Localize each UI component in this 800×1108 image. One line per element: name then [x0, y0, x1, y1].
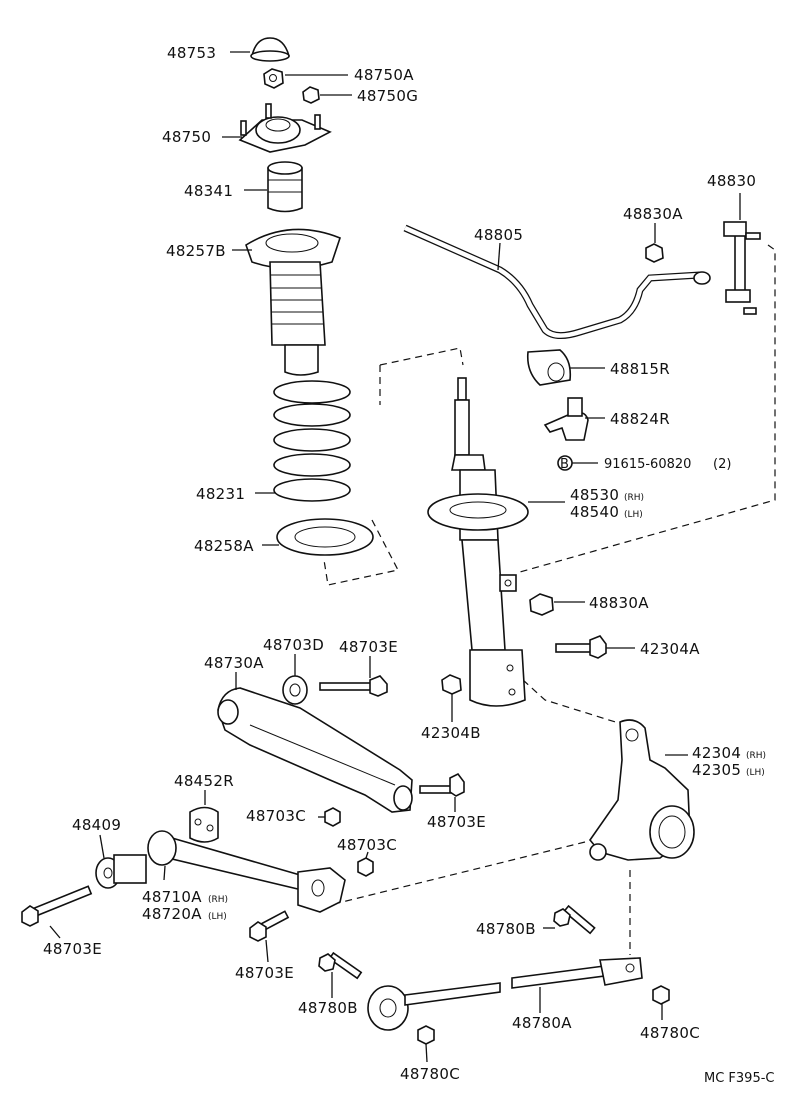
part-48703D-bushing — [282, 675, 308, 705]
part-48452R-bracket — [189, 806, 219, 843]
part-48830A-nut-top — [645, 243, 664, 263]
label-48815R: 48815R — [610, 360, 670, 378]
label-42304-side: (RH) — [746, 751, 766, 761]
label-48830A-mid: 48830A — [589, 594, 649, 612]
part-48703E-bolt-left — [21, 885, 93, 927]
part-48231-coil-spring — [273, 380, 351, 502]
label-48780B-a: 48780B — [476, 920, 536, 938]
label-48780A: 48780A — [512, 1014, 572, 1032]
label-48750G: 48750G — [357, 87, 418, 105]
part-48824R-bracket — [543, 397, 589, 441]
part-48780C-nut-b — [417, 1025, 435, 1045]
label-48750A: 48750A — [354, 66, 414, 84]
part-48750A-nut — [263, 68, 284, 89]
label-48703E-top: 48703E — [339, 638, 398, 656]
label-48780C-a: 48780C — [640, 1024, 700, 1042]
part-48750-upper-mount — [238, 103, 332, 153]
label-42305: 42305 — [692, 761, 741, 779]
label-48824R: 48824R — [610, 410, 670, 428]
label-48720A-side: (LH) — [208, 912, 227, 922]
label-48753: 48753 — [167, 44, 216, 62]
part-48703E-bolt-top — [319, 675, 388, 697]
part-48750G-nut — [302, 86, 320, 104]
leader-lines — [49, 51, 741, 1063]
part-48409-cam-washer — [95, 854, 147, 889]
label-48780C-b: 48780C — [400, 1065, 460, 1083]
label-48830A-top: 48830A — [623, 205, 683, 223]
label-48258A: 48258A — [194, 537, 254, 555]
label-91615: 91615-60820 — [604, 457, 691, 472]
label-48703C-b: 48703C — [337, 836, 397, 854]
bolt-mark-letter: B — [560, 457, 569, 472]
part-48703E-bolt-mid — [419, 772, 465, 797]
part-48703C-nut-b — [357, 857, 374, 877]
part-48830-stabilizer-link — [723, 221, 761, 315]
part-48780C-nut-a — [652, 985, 670, 1005]
part-labels: 48753 48750A 48750G 48750 48341 48257B 4… — [43, 44, 774, 1086]
part-48257B-spring-seat-boot — [245, 228, 341, 376]
label-48530-side: (RH) — [624, 493, 644, 503]
part-48753-cap — [250, 37, 290, 62]
label-48540: 48540 — [570, 503, 619, 521]
part-48780B-bolt-b — [318, 951, 363, 980]
part-48830A-nut-mid — [529, 593, 554, 616]
label-48231: 48231 — [196, 485, 245, 503]
part-48730A-lower-arm — [217, 687, 413, 813]
label-42304A: 42304A — [640, 640, 700, 658]
label-48703E-mid: 48703E — [427, 813, 486, 831]
label-48830: 48830 — [707, 172, 756, 190]
part-48703C-nut-a — [324, 807, 341, 827]
label-48530: 48530 — [570, 486, 619, 504]
part-48815R-bushing — [526, 349, 572, 386]
label-48750: 48750 — [162, 128, 211, 146]
label-48257B: 48257B — [166, 242, 226, 260]
label-91615-qty: (2) — [713, 457, 731, 472]
part-91615-bolt-marker: B — [557, 455, 573, 472]
part-42304-steering-knuckle — [588, 719, 695, 861]
part-48530-shock-absorber — [427, 377, 529, 707]
label-48341: 48341 — [184, 182, 233, 200]
label-48780B-b: 48780B — [298, 999, 358, 1017]
part-48258A-insulator — [276, 518, 374, 556]
part-42304A-bolt — [555, 635, 607, 659]
part-48703E-bolt-bottom — [249, 910, 290, 942]
label-48540-side: (LH) — [624, 510, 643, 520]
label-48720A: 48720A — [142, 905, 202, 923]
label-48703C-a: 48703C — [246, 807, 306, 825]
label-48452R: 48452R — [174, 772, 234, 790]
figure-reference-code: MC F395-C — [704, 1071, 774, 1086]
label-48703D: 48703D — [263, 636, 324, 654]
assembly-dashed-lines — [323, 244, 776, 955]
part-48710A-trailing-arm — [147, 830, 346, 913]
label-48730A: 48730A — [204, 654, 264, 672]
part-42304B-nut — [441, 674, 462, 695]
label-48710A: 48710A — [142, 888, 202, 906]
label-42304B: 42304B — [421, 724, 481, 742]
label-42305-side: (LH) — [746, 768, 765, 778]
label-48710A-side: (RH) — [208, 895, 228, 905]
part-48805-stabilizer-bar — [403, 224, 711, 339]
label-48805: 48805 — [474, 226, 523, 244]
label-48409: 48409 — [72, 816, 121, 834]
part-48780A-lateral-link — [367, 957, 643, 1031]
label-42304: 42304 — [692, 744, 741, 762]
part-48341-bump-stop — [267, 161, 303, 213]
part-48780B-bolt-a — [553, 904, 596, 935]
label-48703E-bottom: 48703E — [235, 964, 294, 982]
label-48703E-left: 48703E — [43, 940, 102, 958]
